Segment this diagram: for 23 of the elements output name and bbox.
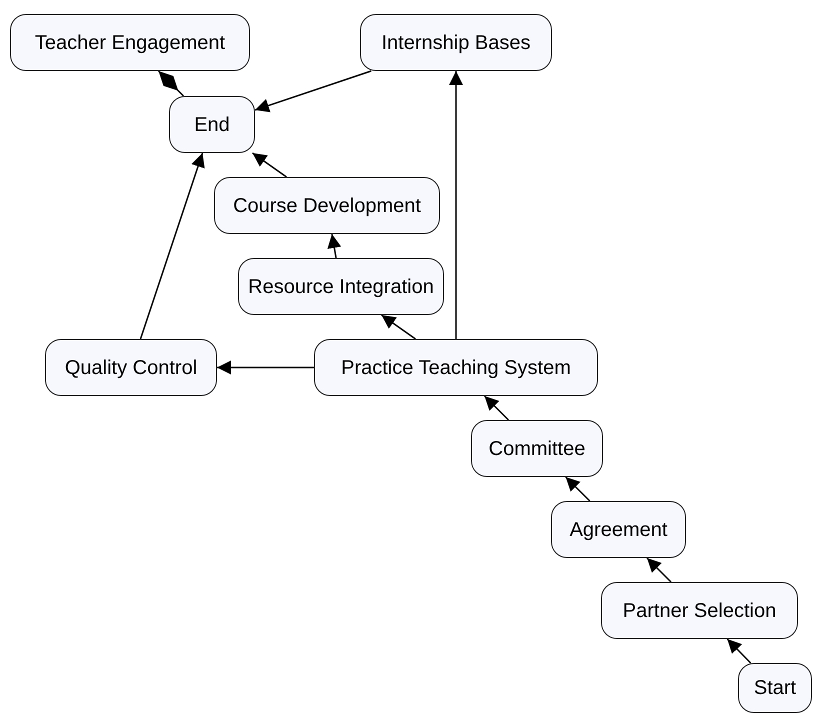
arrow [140, 152, 205, 340]
arrow [327, 234, 342, 258]
arrow [565, 476, 590, 502]
process-box: End [169, 96, 255, 153]
arrow [254, 70, 372, 112]
diamond-connector [158, 70, 184, 97]
process-box: Committee [471, 420, 603, 477]
process-box: Agreement [551, 501, 686, 558]
process-box: Start [738, 663, 812, 713]
arrow [217, 360, 314, 374]
process-box: Practice Teaching System [314, 339, 598, 396]
arrow [252, 152, 287, 178]
process-box: Partner Selection [601, 582, 798, 639]
process-box: Quality Control [45, 339, 217, 396]
process-box: Internship Bases [360, 14, 552, 71]
process-box: Teacher Engagement [10, 14, 250, 71]
arrow [484, 395, 510, 421]
arrow [381, 314, 416, 340]
process-box: Resource Integration [238, 258, 444, 315]
arrow [646, 557, 672, 583]
arrow [449, 71, 463, 339]
process-box: Course Development [214, 177, 440, 234]
arrow [726, 638, 752, 664]
